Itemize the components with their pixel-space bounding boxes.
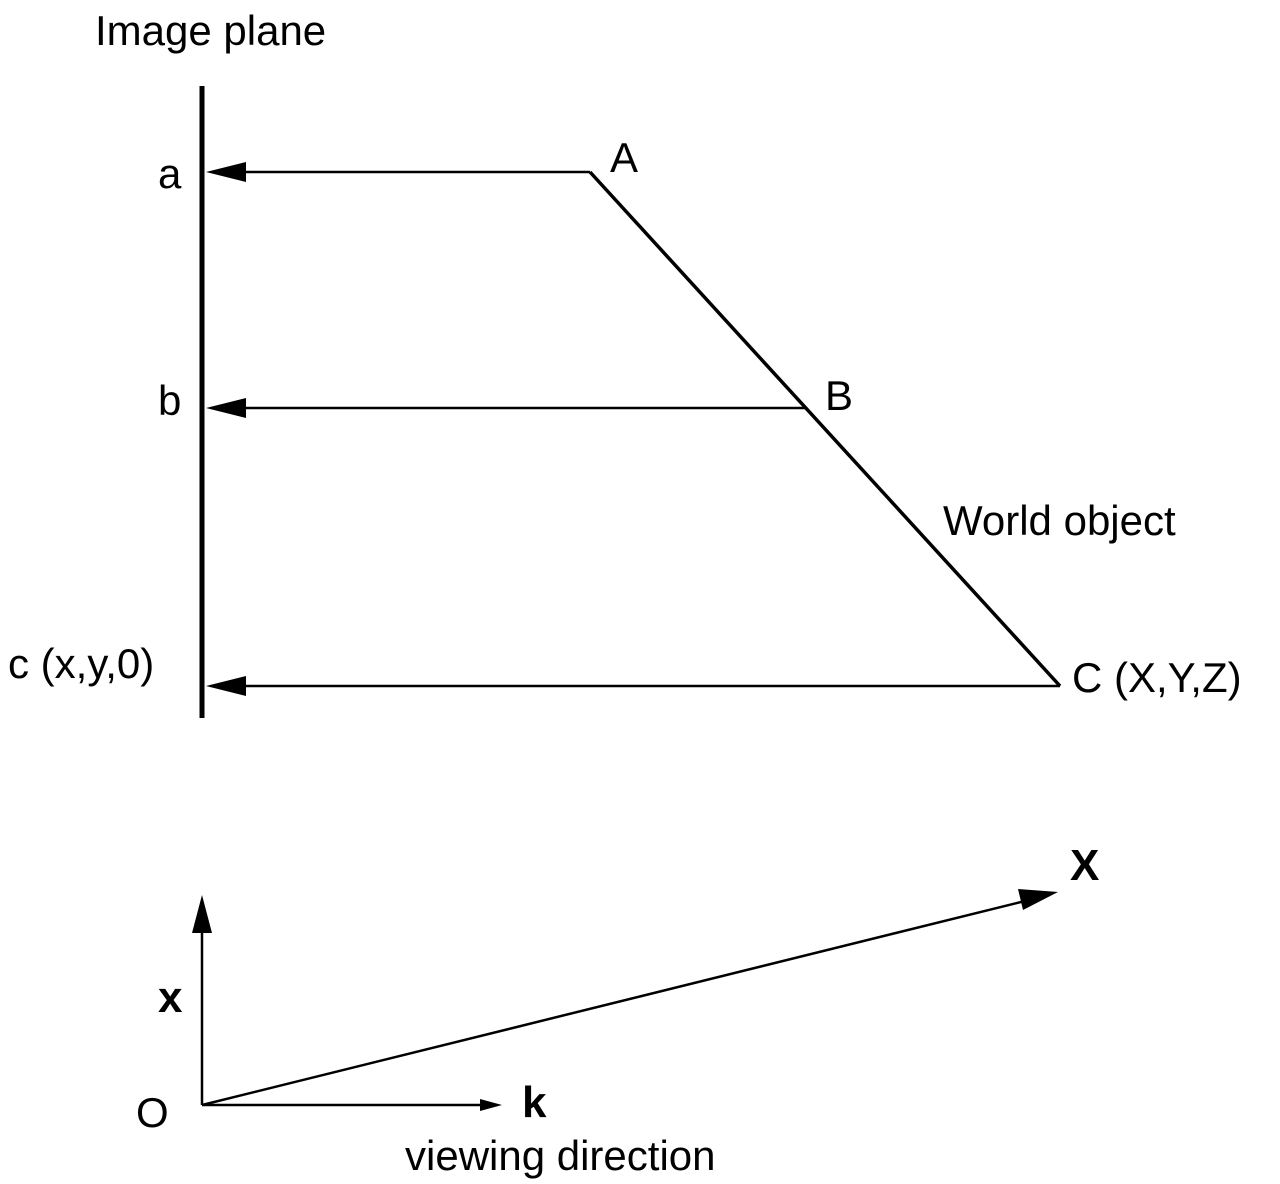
point-c-label: c (x,y,0) (8, 640, 154, 687)
world-object-line (588, 170, 1062, 688)
axis-k-arrowhead (480, 1099, 502, 1111)
vector-X-line (201, 899, 1026, 1107)
origin-label: O (136, 1089, 169, 1136)
point-C-label: C (X,Y,Z) (1072, 654, 1242, 701)
projection-arrowhead-b (206, 398, 246, 418)
point-b-label: b (158, 377, 181, 424)
world-object-label: World object (943, 497, 1176, 544)
axis-k-label: k (522, 1078, 547, 1127)
point-A-label: A (610, 134, 638, 181)
axis-x-arrowhead (192, 895, 212, 933)
viewing-direction-label: viewing direction (405, 1132, 716, 1179)
axis-x-label: x (158, 973, 183, 1022)
image-plane-title: Image plane (95, 7, 326, 54)
vector-X-arrowhead (1018, 889, 1058, 910)
vector-X-label: X (1070, 841, 1099, 890)
projection-arrowhead-c (206, 676, 246, 696)
point-B-label: B (825, 372, 853, 419)
point-a-label: a (158, 150, 182, 197)
projection-arrowhead-a (206, 162, 246, 182)
